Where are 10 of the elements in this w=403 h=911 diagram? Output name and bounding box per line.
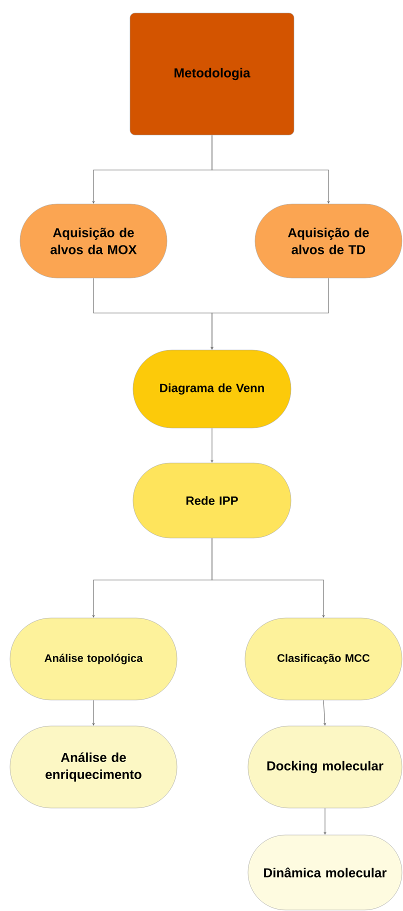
rounded-box: Docking molecular [248,726,402,808]
rounded-box: Análise topológica [10,618,178,700]
rounded-box: Diagrama de Venn [132,350,292,428]
rounded-box: Aquisição de alvos da MOX [20,204,168,278]
process-box: Metodologia [130,12,294,136]
rounded-box: Análise de enriquecimento [10,726,178,808]
rounded-box: Aquisição de alvos de TD [254,204,402,278]
rounded-box: Rede IPP [132,462,292,538]
rounded-box: Dinâmica molecular [248,834,402,910]
rounded-box: Clasificação MCC [244,618,402,700]
